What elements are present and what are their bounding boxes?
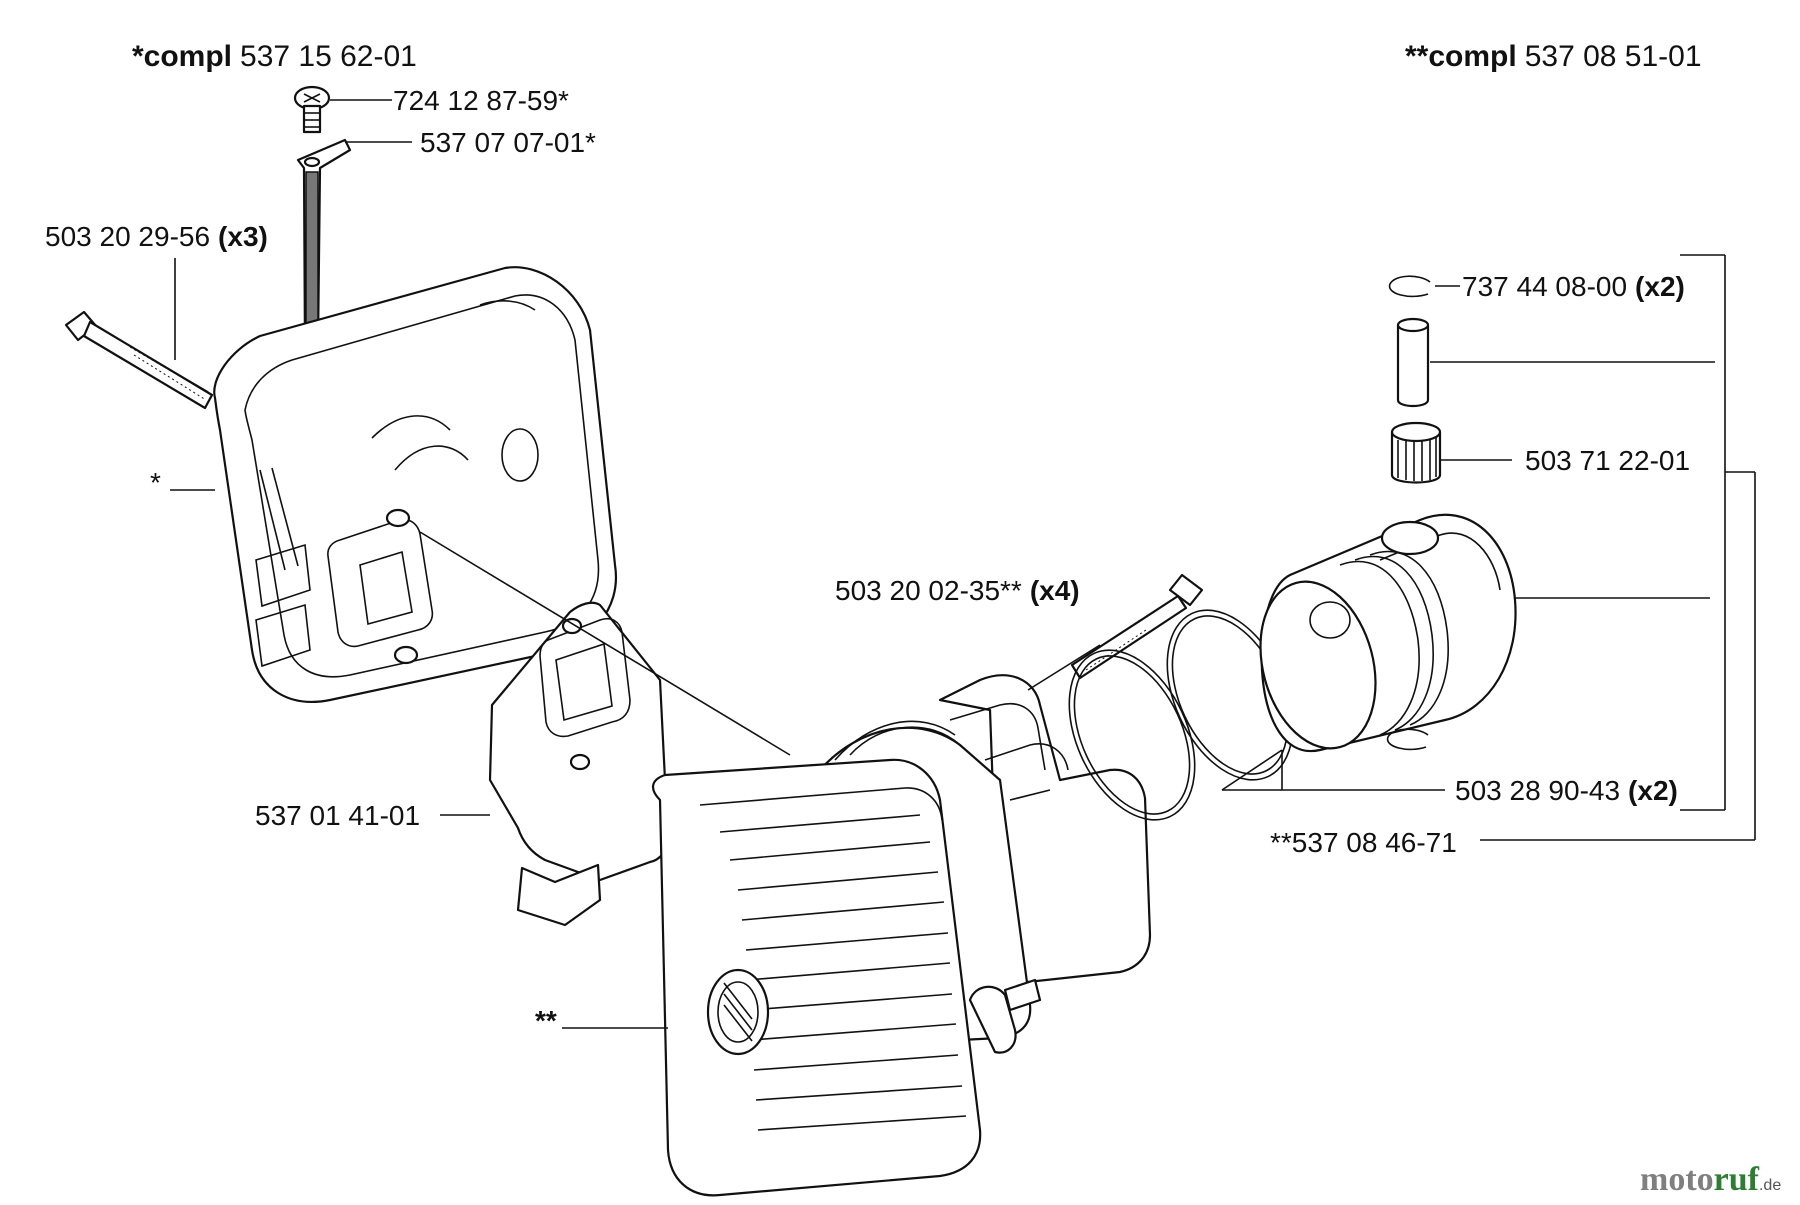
label-cylinder-marker: ** (535, 1005, 557, 1036)
piston-pin-part (1396, 317, 1430, 408)
gasket-part (488, 601, 670, 927)
label-needle-bearing: 503 71 22-01 (1525, 445, 1690, 476)
label-heat-shield: 537 07 07-01* (420, 127, 596, 158)
label-muffler-bolt: 503 20 29-56(x3) (45, 221, 268, 252)
leader-lines (170, 99, 1756, 1029)
label-muffler-marker: * (150, 467, 161, 498)
label-circlip: 737 44 08-00(x2) (1462, 271, 1685, 302)
piston-part (1259, 513, 1517, 753)
circlip-top-part (1388, 275, 1431, 298)
label-cylinder-bolt: 503 20 02-35**(x4) (835, 575, 1080, 606)
label-piston-ring: 503 28 90-43(x2) (1455, 775, 1678, 806)
screw-part (293, 85, 331, 134)
needle-bearing-part (1390, 421, 1442, 484)
label-piston-kit: **537 08 46-71 (1270, 827, 1457, 858)
muffler-bolt-part (64, 310, 214, 410)
watermark-logo: motoruf.de (1640, 1161, 1781, 1198)
circlip-bottom-part (1386, 728, 1429, 751)
label-gasket: 537 01 41-01 (255, 800, 420, 831)
cylinder-part (652, 674, 1152, 1197)
label-screw: 724 12 87-59* (393, 85, 569, 116)
